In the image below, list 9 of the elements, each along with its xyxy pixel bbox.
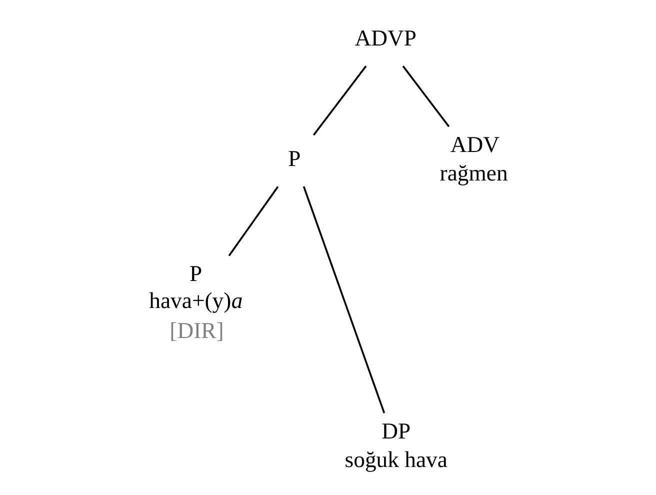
connector [402,65,450,127]
connector [302,186,385,413]
connector [228,186,278,256]
node-text: DP soğuk hava [344,418,447,472]
node-text: P [288,146,300,171]
connector [312,65,366,136]
node-text: ADV rağmen [439,132,508,185]
node-text: P hava+(y)a [DIR] [148,260,242,342]
node-text: ADVP [354,25,416,50]
